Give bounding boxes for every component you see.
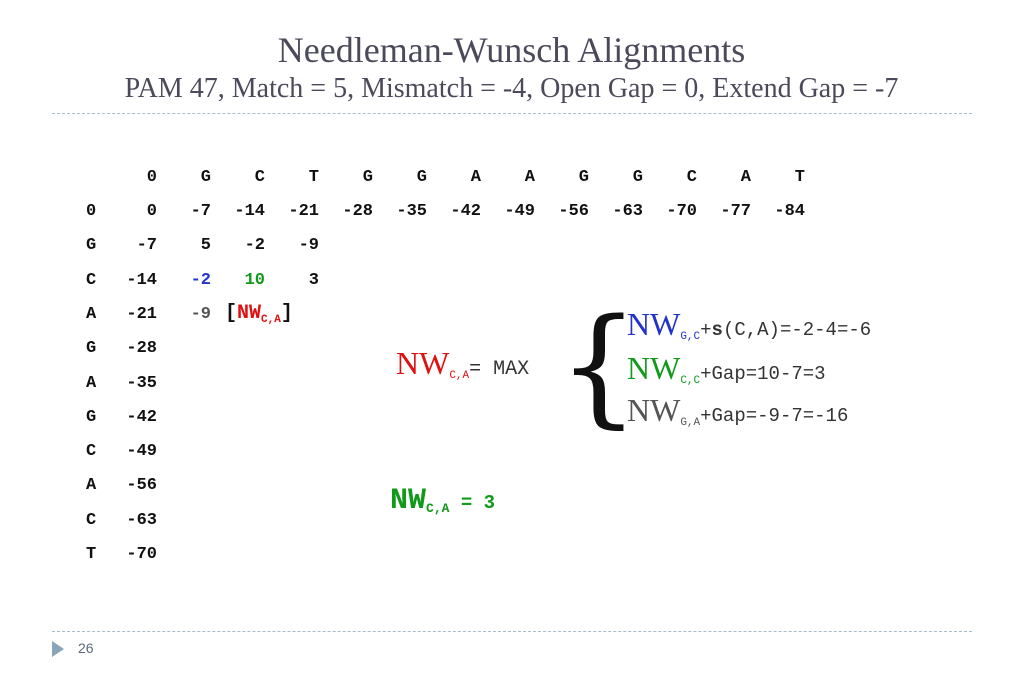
column-header: G — [362, 168, 373, 187]
term2-subscript: C,C — [680, 375, 701, 387]
row-header: A — [86, 373, 97, 393]
bracket-open: [ — [225, 302, 238, 325]
column-header: A — [740, 168, 751, 187]
slide-subtitle: PAM 47, Match = 5, Mismatch = -4, Open G… — [124, 73, 899, 104]
play-triangle-icon — [52, 641, 64, 657]
term3-subscript: G,A — [680, 417, 701, 429]
column-header: 0 — [146, 168, 157, 187]
term3-name: NW — [627, 392, 681, 428]
lhs-subscript: C,A — [449, 370, 470, 382]
row-header: G — [86, 236, 97, 256]
matrix-cell: -77 — [720, 202, 751, 221]
term1-subscript: G,C — [680, 331, 701, 343]
matrix-cell: -9 — [190, 304, 211, 324]
column-header: G — [416, 168, 427, 187]
matrix-cell: -70 — [126, 545, 157, 564]
matrix-cell: 5 — [200, 236, 211, 256]
column-header: A — [470, 168, 481, 187]
term2-rest: +Gap=10-7=3 — [700, 363, 826, 385]
column-header: G — [200, 168, 211, 187]
term3-rest: +Gap=-9-7=-16 — [700, 405, 849, 427]
current-cell-marker: [NWC,A] — [225, 302, 293, 332]
matrix-cell: -9 — [298, 236, 319, 256]
matrix-cell: -35 — [126, 373, 157, 393]
current-cell-name: NW — [237, 302, 262, 325]
result-value: = 3 — [449, 492, 496, 514]
term1-rest: (C,A)=-2-4=-6 — [722, 319, 872, 341]
term1-s: s — [711, 319, 723, 341]
column-header: T — [794, 168, 805, 187]
bracket-close: ] — [280, 302, 293, 325]
matrix-cell: -7 — [190, 202, 211, 221]
matrix-cell: -28 — [342, 202, 373, 221]
column-header: G — [632, 168, 643, 187]
row-header: C — [86, 510, 97, 530]
matrix-cell: -63 — [126, 510, 157, 530]
matrix-cell: -14 — [126, 270, 157, 290]
matrix-cell: -42 — [450, 202, 481, 221]
matrix-cell: -21 — [288, 202, 319, 221]
result-equation: NWC,A = 3 — [390, 481, 495, 529]
matrix-cell: -56 — [558, 202, 589, 221]
lhs-operator: = MAX — [469, 358, 530, 381]
row-header: 0 — [86, 202, 97, 221]
matrix-cell: -63 — [612, 202, 643, 221]
row-header: T — [86, 545, 97, 564]
formula-term-up: NWC,C+Gap=10-7=3 — [627, 348, 826, 401]
matrix-cell: -42 — [126, 407, 157, 427]
slide-title: Needleman-Wunsch Alignments — [277, 30, 746, 70]
matrix-cell: -70 — [666, 202, 697, 221]
term2-name: NW — [627, 350, 681, 386]
column-header: A — [524, 168, 535, 187]
matrix-cell: 0 — [146, 202, 157, 221]
matrix-cell: -84 — [774, 202, 805, 221]
top-divider — [52, 113, 972, 114]
row-header: G — [86, 407, 97, 427]
matrix-cell: -28 — [126, 339, 157, 359]
matrix-cell: -2 — [244, 236, 265, 256]
row-header: C — [86, 270, 97, 290]
term1-plus: + — [700, 319, 712, 341]
column-header: G — [578, 168, 589, 187]
column-header: C — [686, 168, 697, 187]
matrix-cell: -35 — [396, 202, 427, 221]
matrix-cell: 3 — [308, 270, 319, 290]
result-name: NW — [390, 484, 427, 518]
matrix-cell: -49 — [504, 202, 535, 221]
matrix-cell: -14 — [234, 202, 265, 221]
column-header: C — [254, 168, 265, 187]
matrix-cell: 10 — [244, 270, 265, 290]
row-header: G — [86, 339, 97, 359]
page-number: 26 — [78, 640, 94, 656]
curly-brace: { — [558, 292, 640, 441]
matrix-cell: -2 — [190, 270, 211, 290]
matrix-cell: -21 — [126, 304, 157, 324]
result-subscript: C,A — [426, 501, 450, 516]
row-header: A — [86, 304, 97, 324]
formula-term-diagonal: NWG,C+s(C,A)=-2-4=-6 — [627, 304, 871, 357]
formula-lhs: NWC,A= MAX — [396, 343, 529, 396]
row-header: A — [86, 476, 97, 496]
row-header: C — [86, 442, 97, 462]
formula-term-left: NWG,A+Gap=-9-7=-16 — [627, 390, 848, 443]
matrix-cell: -49 — [126, 442, 157, 462]
current-cell-subscript: C,A — [261, 314, 281, 326]
lhs-name: NW — [396, 345, 450, 381]
term1-name: NW — [627, 306, 681, 342]
column-header: T — [308, 168, 319, 187]
matrix-cell: -56 — [126, 476, 157, 496]
bottom-divider — [52, 631, 972, 632]
matrix-cell: -7 — [136, 236, 157, 256]
